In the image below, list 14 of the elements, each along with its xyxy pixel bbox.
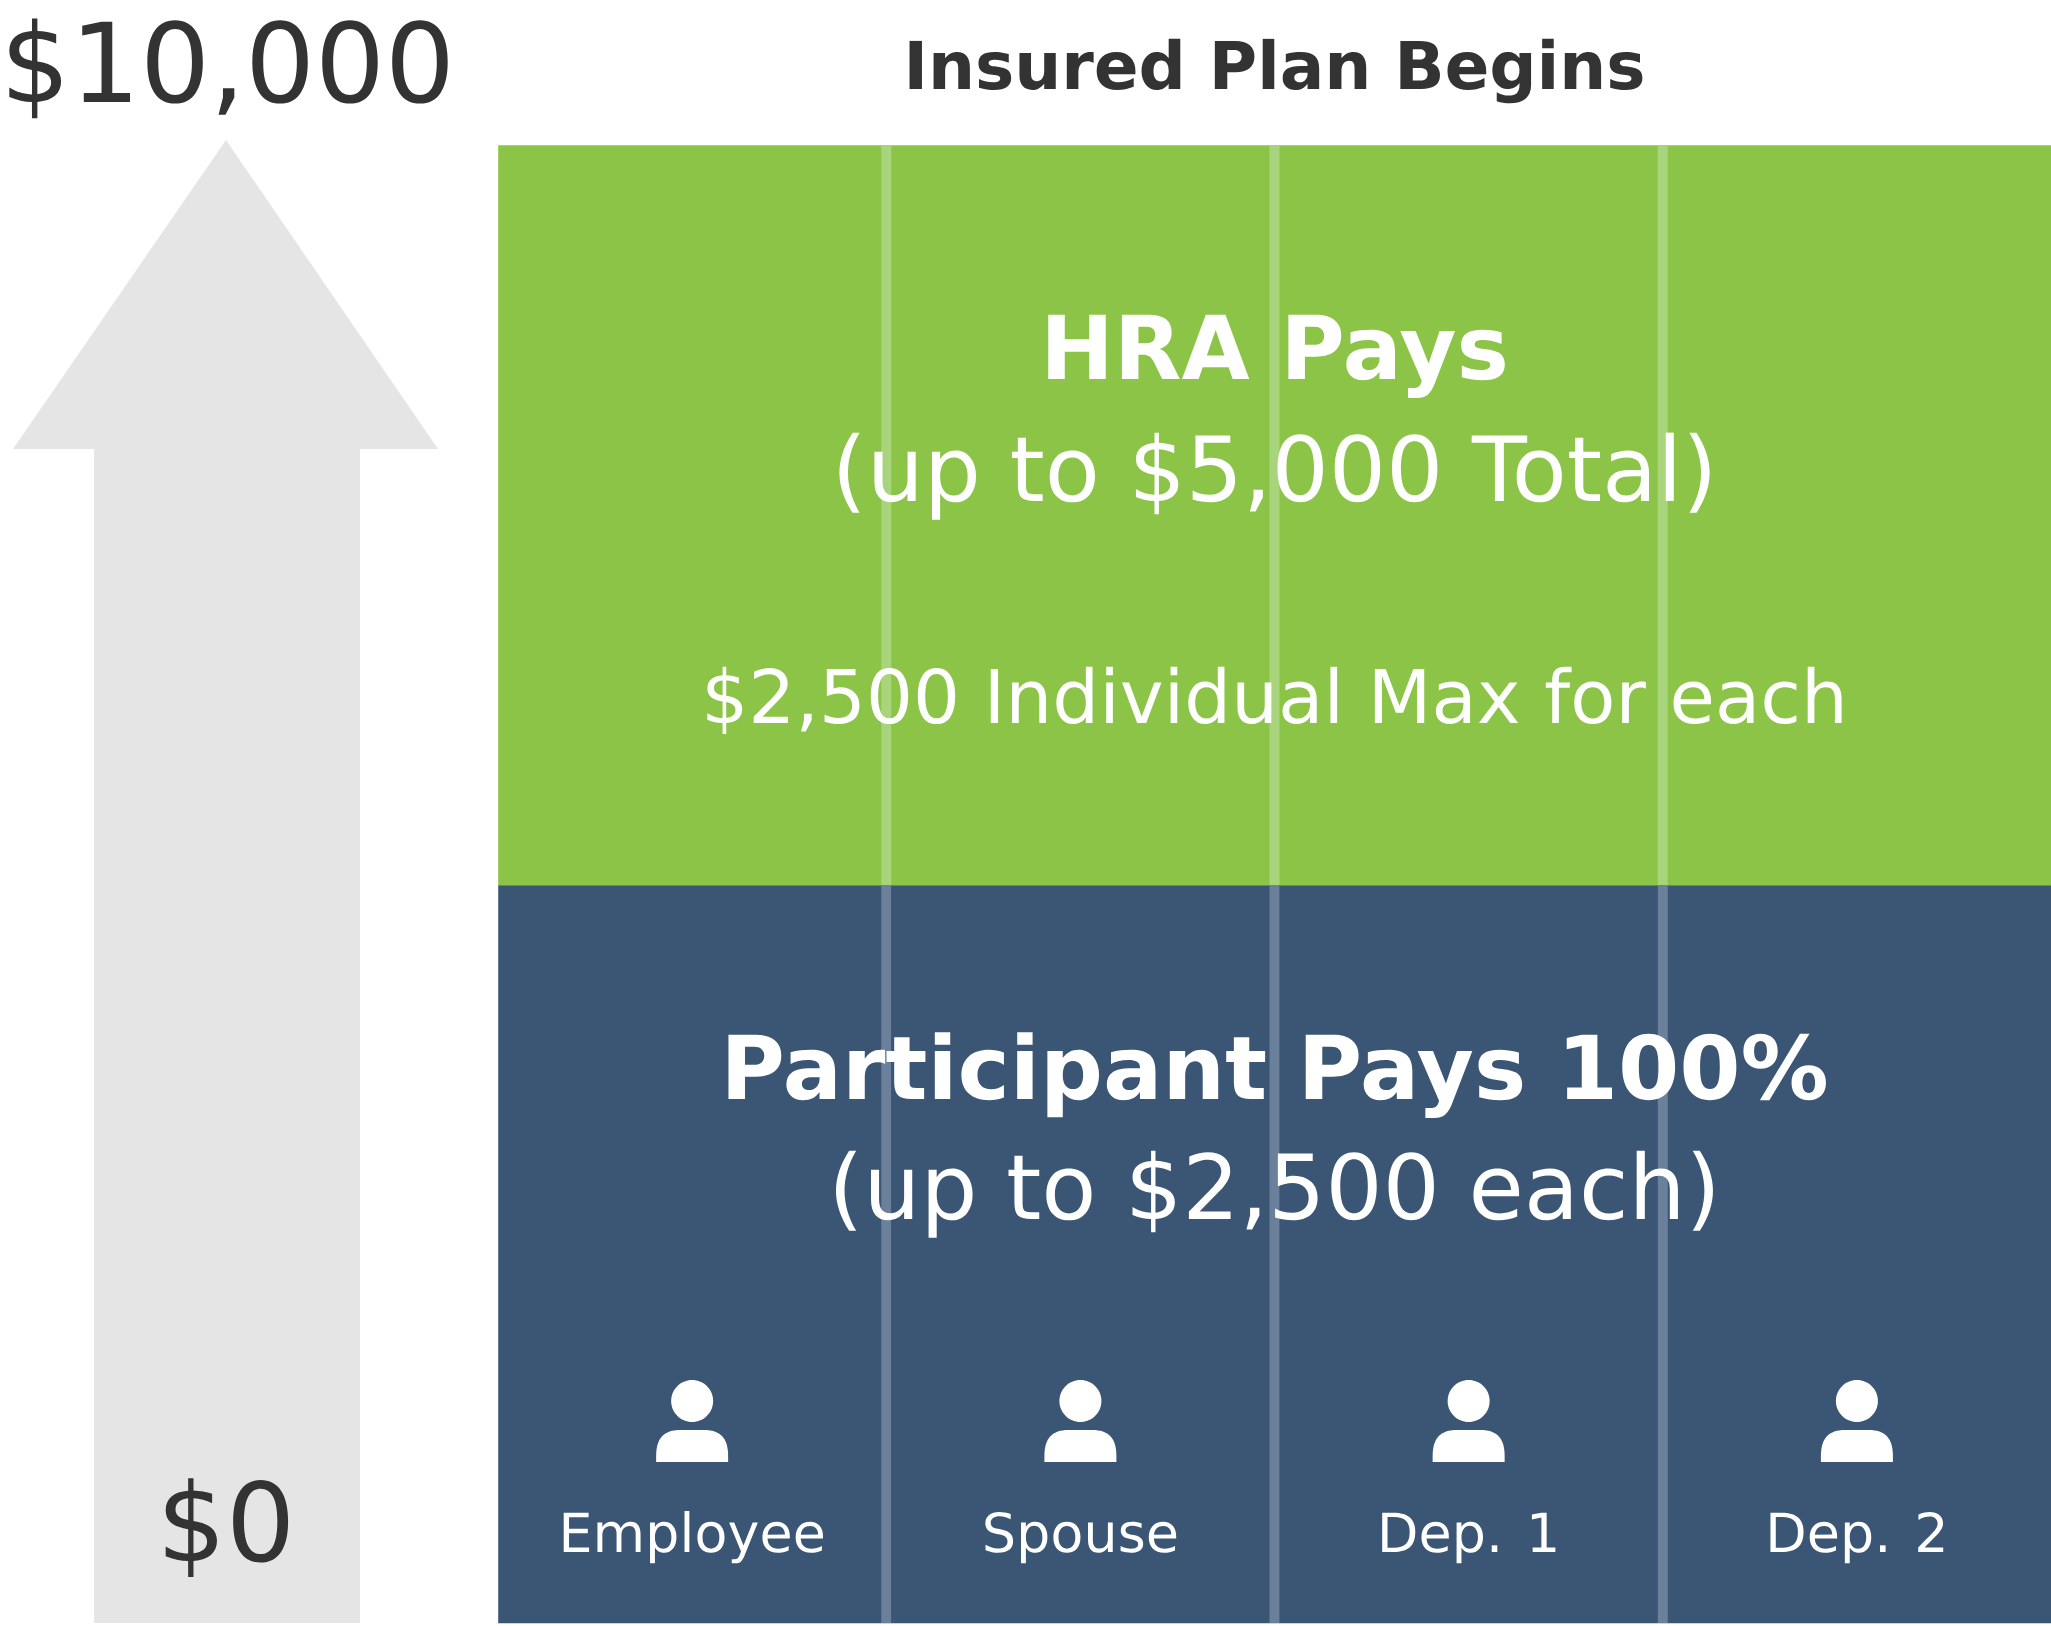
person-label: Spouse [985,1511,1177,1564]
band-heading: HRA Pays [1048,314,1505,398]
person-label: Dep. 2 [1770,1511,1944,1564]
person-label: Dep. 1 [1382,1512,1556,1564]
title: Insured Plan Begins [909,38,1643,104]
payment-band [498,885,2051,1624]
value-label: $10,000 [9,18,448,119]
value-label: $0 [165,1478,289,1578]
amount-text: (up to $5,000 Total) [839,432,1710,520]
payment-band [498,145,2051,886]
note-text: $2,500 Individual Max for each [707,666,1842,734]
band-heading: Participant Pays 100% [728,1032,1826,1118]
person-label: Employee [563,1511,823,1564]
amount-text: (up to $2,500 each) [836,1150,1713,1238]
